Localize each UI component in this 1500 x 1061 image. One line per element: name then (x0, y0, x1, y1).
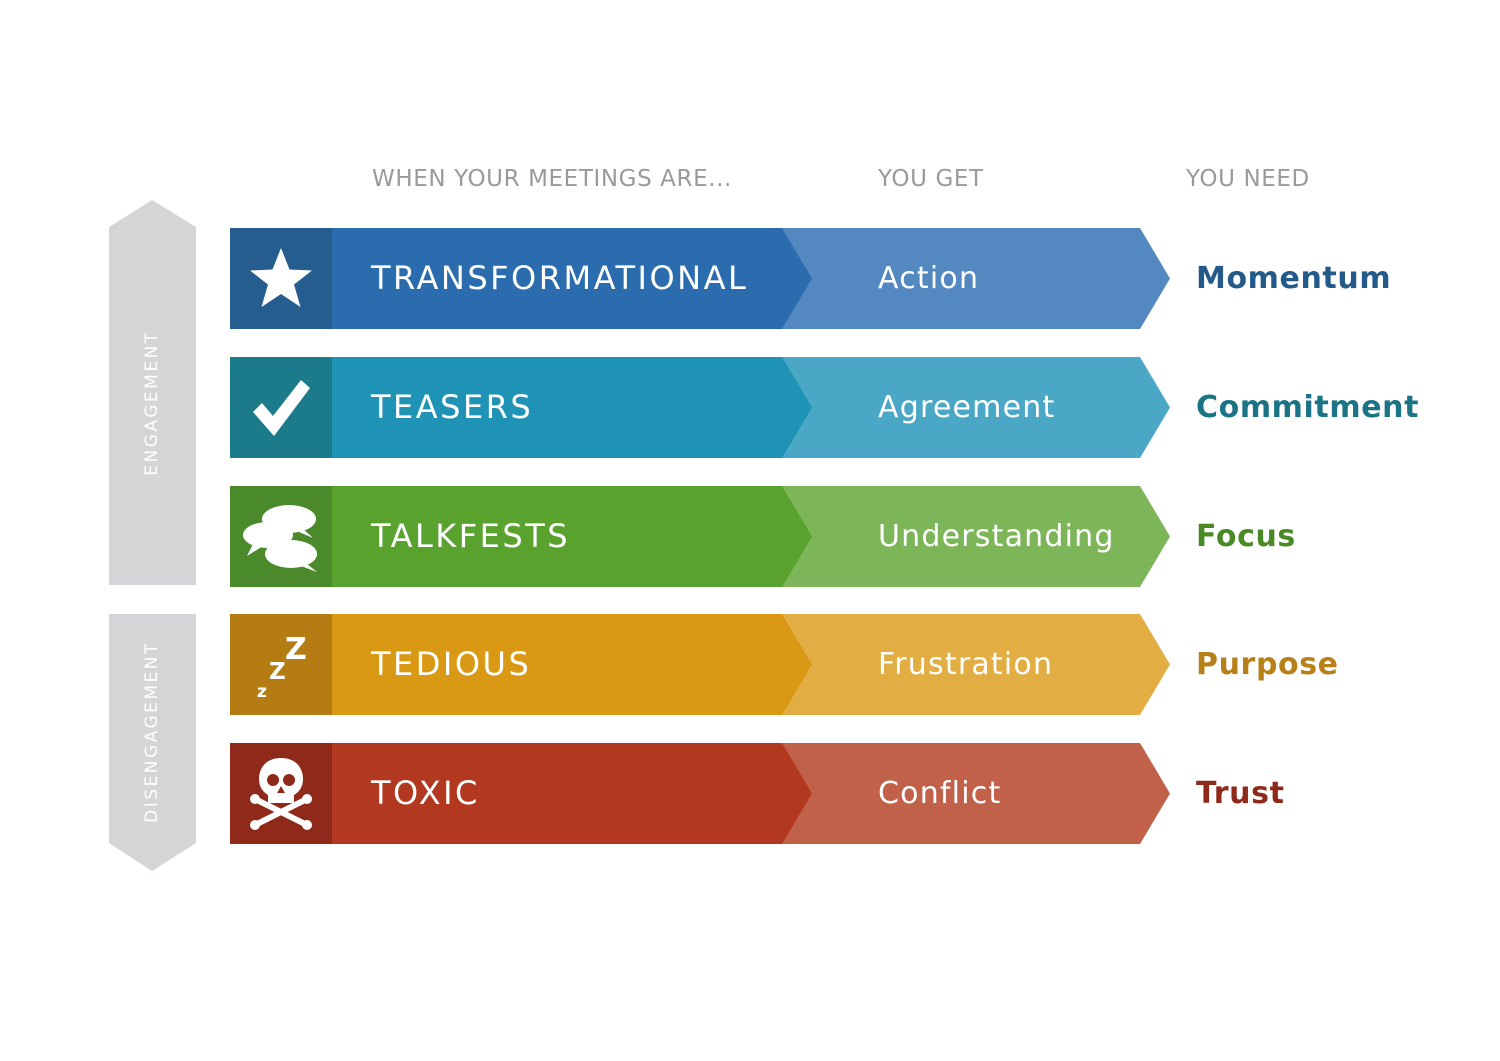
svg-text:z: z (257, 682, 267, 701)
you-need-label: Trust (1196, 776, 1285, 811)
meeting-type-chevron (230, 228, 812, 329)
disengagement-label: DISENGAGEMENT (142, 641, 162, 823)
row-band (230, 228, 1170, 329)
meeting-type-chevron (230, 743, 812, 844)
icon-background (230, 614, 332, 715)
meeting-type-label: TEDIOUS (371, 645, 532, 683)
row-band (230, 614, 1170, 715)
you-get-chevron (770, 228, 1170, 329)
disengagement-arrow (109, 614, 196, 871)
engagement-label: ENGAGEMENT (142, 330, 162, 476)
you-need-label: Momentum (1196, 261, 1392, 296)
meeting-type-label: TALKFESTS (371, 517, 571, 555)
checkmark-icon (230, 357, 332, 458)
meeting-row: TOXIC Conflict Trust (230, 743, 1500, 844)
you-get-chevron (770, 743, 1170, 844)
you-get-label: Understanding (878, 519, 1115, 554)
you-get-chevron (770, 357, 1170, 458)
svg-text:Z: Z (269, 659, 286, 685)
you-get-chevron (770, 486, 1170, 587)
you-need-label: Commitment (1196, 390, 1420, 425)
meeting-type-label: TEASERS (371, 388, 534, 426)
meeting-row: TEASERS Agreement Commitment (230, 357, 1500, 458)
you-get-label: Agreement (878, 390, 1056, 425)
you-get-label: Action (878, 261, 980, 296)
meeting-type-label: TRANSFORMATIONAL (371, 259, 749, 297)
you-get-label: Conflict (878, 776, 1002, 811)
you-need-label: Focus (1196, 519, 1296, 554)
svg-text:Z: Z (285, 632, 307, 667)
skull-crossbones-icon (230, 743, 332, 844)
you-get-label: Frustration (878, 647, 1054, 682)
you-get-chevron (770, 614, 1170, 715)
meeting-row: TRANSFORMATIONAL Action Momentum (230, 228, 1500, 329)
header-meetings: WHEN YOUR MEETINGS ARE... (372, 166, 732, 192)
speech-bubbles-icon (230, 486, 332, 587)
meeting-type-chevron (230, 614, 812, 715)
engagement-arrow (109, 200, 196, 585)
meeting-type-chevron (230, 357, 812, 458)
header-you-get: YOU GET (878, 166, 984, 192)
row-band (230, 357, 1170, 458)
star-icon (230, 228, 332, 329)
engagement-axis (109, 200, 196, 871)
you-need-label: Purpose (1196, 647, 1339, 682)
row-band (230, 743, 1170, 844)
row-band (230, 486, 1170, 587)
meeting-type-label: TOXIC (371, 774, 480, 812)
header-you-need: YOU NEED (1186, 166, 1310, 192)
meeting-type-chevron (230, 486, 812, 587)
meeting-row: TALKFESTS Understanding Focus (230, 486, 1500, 587)
